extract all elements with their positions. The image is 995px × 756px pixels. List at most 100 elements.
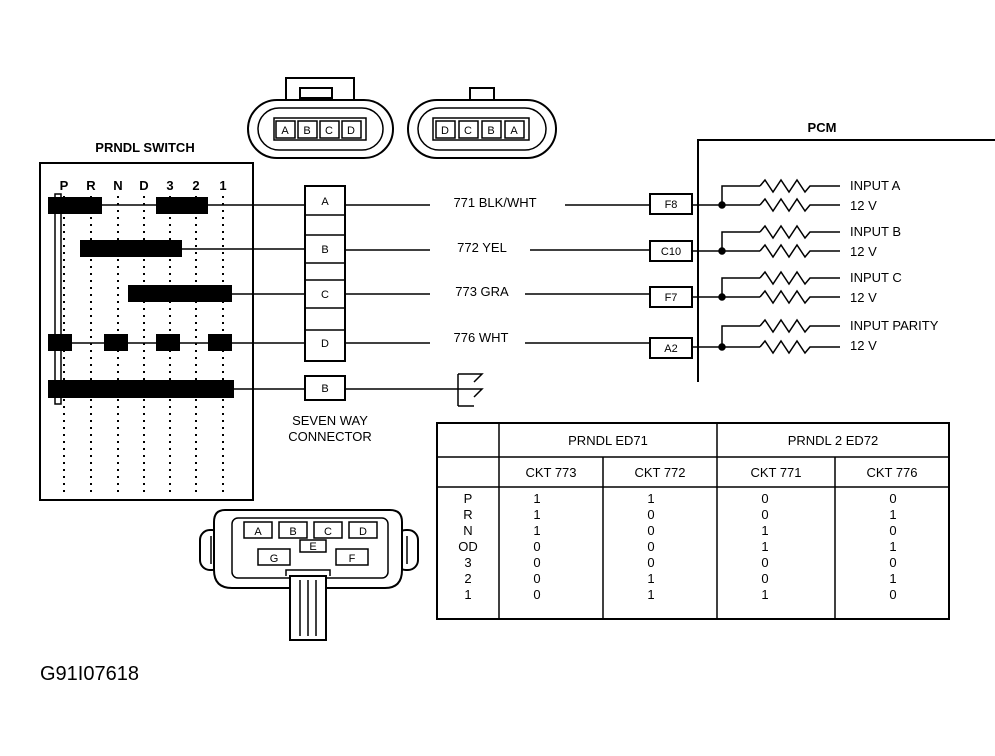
top-plug-right-pin-a: A [510, 125, 518, 137]
bottom-pin-e: E [309, 541, 316, 553]
bottom-pin-f: F [349, 553, 356, 565]
switch-bus-bar [54, 193, 62, 405]
input-c-label: INPUT C [850, 270, 902, 285]
wire-776: 776 WHT A2 [345, 330, 693, 359]
table-group-ed72: PRNDL 2 ED72 [788, 433, 879, 448]
input-a-volt: 12 V [850, 198, 877, 213]
bottom-pin-a: A [254, 526, 262, 538]
table-row-pos: N [463, 523, 472, 538]
wire-label-772: 772 YEL [457, 240, 507, 255]
terminal-f8: F8 [665, 199, 678, 211]
table-cell: 0 [761, 571, 768, 586]
table-row-pos: OD [458, 539, 478, 554]
switch-pos-r: R [86, 178, 96, 193]
bottom-pin-g: G [270, 553, 279, 565]
terminal-c10: C10 [661, 246, 681, 258]
pcm-boundary [697, 139, 995, 382]
table-cell: 0 [647, 507, 654, 522]
bottom-pin-b: B [289, 526, 296, 538]
switch-body [39, 162, 254, 501]
table-cell: 1 [533, 523, 540, 538]
table-col-ckt772: CKT 772 [634, 465, 685, 480]
wire-772: 772 YEL C10 [345, 240, 693, 262]
input-parity-label: INPUT PARITY [850, 318, 939, 333]
top-plug-left-pin-b: B [303, 125, 310, 137]
table-cell: 1 [647, 587, 654, 602]
table-col-ckt776: CKT 776 [866, 465, 917, 480]
table-cell: 0 [889, 491, 896, 506]
input-parity-volt: 12 V [850, 338, 877, 353]
table-row-pos: R [463, 507, 472, 522]
connector-caption-line1: SEVEN WAY [292, 413, 368, 428]
table-cell: 1 [761, 523, 768, 538]
table-cell: 0 [533, 587, 540, 602]
connector-pin-d: D [321, 338, 329, 350]
table-cell: 0 [761, 555, 768, 570]
top-plug-left-pin-c: C [325, 125, 333, 137]
connector-extra-pin-label: B [321, 383, 328, 395]
wire-label-771: 771 BLK/WHT [453, 195, 536, 210]
table-cell: 0 [889, 555, 896, 570]
table-row-pos: 3 [464, 555, 471, 570]
table-cell: 0 [533, 571, 540, 586]
table-group-ed71: PRNDL ED71 [568, 433, 648, 448]
wire-label-776: 776 WHT [454, 330, 509, 345]
table-cell: 0 [647, 539, 654, 554]
wire-label-773: 773 GRA [455, 284, 509, 299]
connector-caption-line2: CONNECTOR [288, 429, 372, 444]
connector-pin-c: C [321, 289, 329, 301]
pcm-label: PCM [808, 120, 837, 135]
bottom-connector-pins: A B C D E G F [243, 521, 378, 566]
table-cell: 1 [647, 571, 654, 586]
switch-pos-p: P [60, 178, 69, 193]
table-col-ckt773: CKT 773 [525, 465, 576, 480]
top-plug-left-pins: A B C D [275, 120, 362, 139]
input-a-label: INPUT A [850, 178, 901, 193]
ground-symbol [345, 373, 484, 407]
table-cell: 1 [533, 507, 540, 522]
connector-pin-b: B [321, 244, 328, 256]
switch-pos-1: 1 [219, 178, 226, 193]
figure-code: G91I07618 [40, 663, 139, 685]
table-cell: 0 [889, 587, 896, 602]
top-plug-left-pin-d: D [347, 125, 355, 137]
switch-position-labels: P R N D 3 2 1 [60, 178, 227, 193]
table-row-pos: 2 [464, 571, 471, 586]
table-cell: 0 [533, 555, 540, 570]
bottom-pin-c: C [324, 526, 332, 538]
top-plug-left [247, 77, 394, 159]
table-row-pos: P [464, 491, 473, 506]
switch-title: PRNDL SWITCH [95, 140, 194, 155]
switch-pos-n: N [113, 178, 122, 193]
bottom-connector [199, 509, 419, 641]
seven-way-connector: A B C D [304, 185, 346, 362]
pcm-input-labels: INPUT A 12 V INPUT B 12 V INPUT C 12 V I… [850, 178, 939, 353]
input-b-volt: 12 V [850, 244, 877, 259]
top-plug-right-pin-d: D [441, 125, 449, 137]
truth-table: PRNDL ED71 PRNDL 2 ED72 CKT 773 CKT 772 … [436, 422, 950, 620]
table-cell: 1 [761, 587, 768, 602]
switch-pos-d: D [139, 178, 148, 193]
top-plug-right-pin-c: C [464, 125, 472, 137]
pcm-circuits [692, 178, 840, 355]
terminal-f7: F7 [665, 292, 678, 304]
top-plug-left-pin-a: A [281, 125, 289, 137]
table-cell: 0 [533, 539, 540, 554]
connector-pin-a: A [321, 196, 329, 208]
top-plug-right-pins: D C B A [435, 120, 525, 139]
table-cell: 1 [533, 491, 540, 506]
table-cell: 0 [761, 491, 768, 506]
table-cell: 1 [889, 507, 896, 522]
input-b-label: INPUT B [850, 224, 901, 239]
table-col-ckt771: CKT 771 [750, 465, 801, 480]
table-cell: 0 [889, 523, 896, 538]
terminal-a2: A2 [664, 343, 677, 355]
table-cell: 0 [647, 555, 654, 570]
input-c-volt: 12 V [850, 290, 877, 305]
connector-extra-pin: B [304, 375, 346, 401]
switch-contact-tracks [48, 197, 305, 398]
table-cell: 1 [647, 491, 654, 506]
table-cell: 1 [761, 539, 768, 554]
wire-771: 771 BLK/WHT F8 [345, 193, 693, 215]
